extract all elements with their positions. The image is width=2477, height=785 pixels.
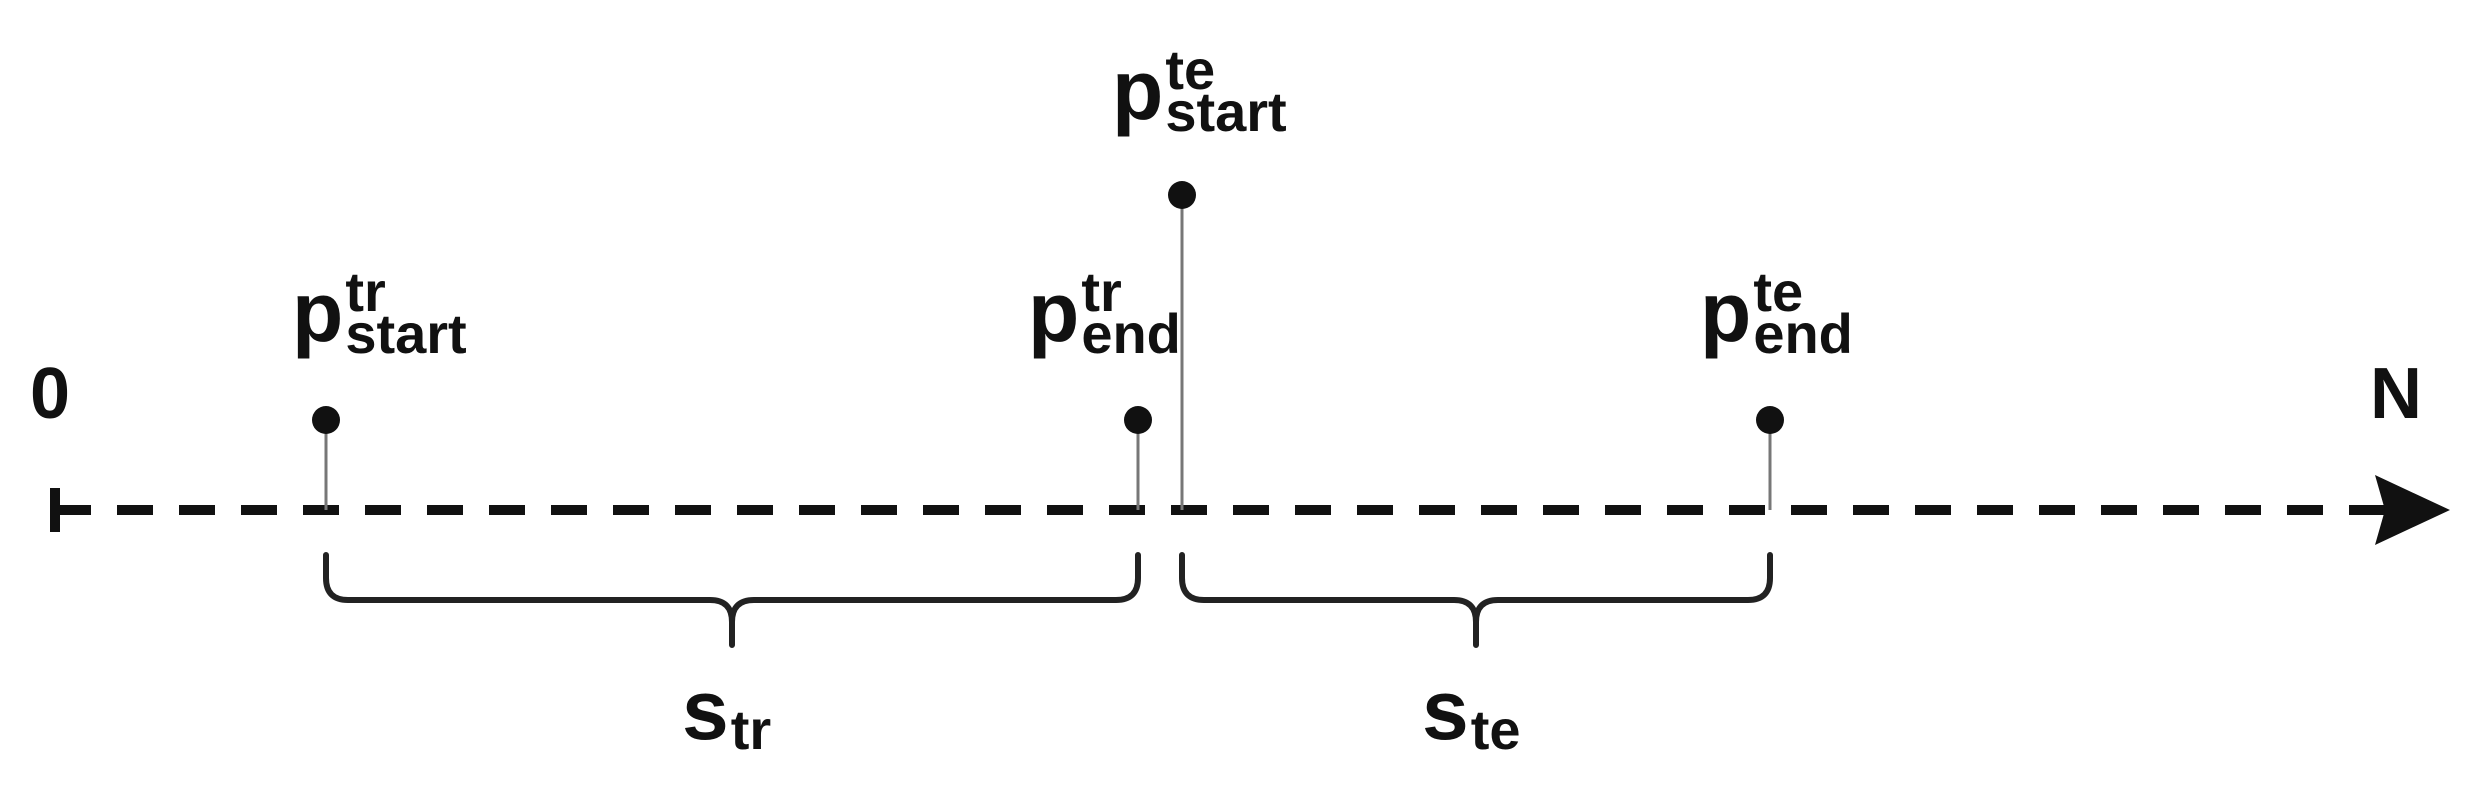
axis-arrowhead [2375, 475, 2450, 545]
label-base: p [1028, 265, 1080, 359]
marker-p-tr-end [1124, 406, 1152, 434]
label-base: s [682, 663, 729, 757]
label-subscript: end [1081, 302, 1181, 365]
label-base: p [292, 265, 344, 359]
label-p-tr-start: p tr start [292, 264, 483, 370]
brace-s-te [1179, 552, 1773, 648]
label-p-te-start: p te start [1112, 42, 1303, 148]
axis-start-label: 0 [30, 354, 71, 434]
axis-end-label: N [2370, 354, 2422, 434]
label-superscript: te [1753, 260, 1804, 323]
label-s-te: s te [1422, 668, 1521, 758]
label-subscript: end [1753, 302, 1853, 365]
label-subscript: start [1165, 80, 1287, 143]
label-base: p [1700, 265, 1752, 359]
label-superscript: te [1165, 38, 1216, 101]
marker-p-te-end [1756, 406, 1784, 434]
label-s-tr: s tr [682, 668, 771, 758]
brace-s-tr [323, 552, 1141, 648]
label-subscript: tr [730, 698, 772, 761]
marker-p-te-start [1168, 181, 1196, 209]
label-superscript: tr [345, 260, 386, 323]
label-base: s [1422, 663, 1469, 757]
label-subscript: start [345, 302, 467, 365]
label-p-te-end: p te end [1700, 264, 1891, 370]
label-base: p [1112, 43, 1164, 137]
marker-p-tr-start [312, 406, 340, 434]
label-subscript: te [1470, 698, 1521, 761]
label-p-tr-end: p tr end [1028, 264, 1219, 370]
label-superscript: tr [1081, 260, 1122, 323]
